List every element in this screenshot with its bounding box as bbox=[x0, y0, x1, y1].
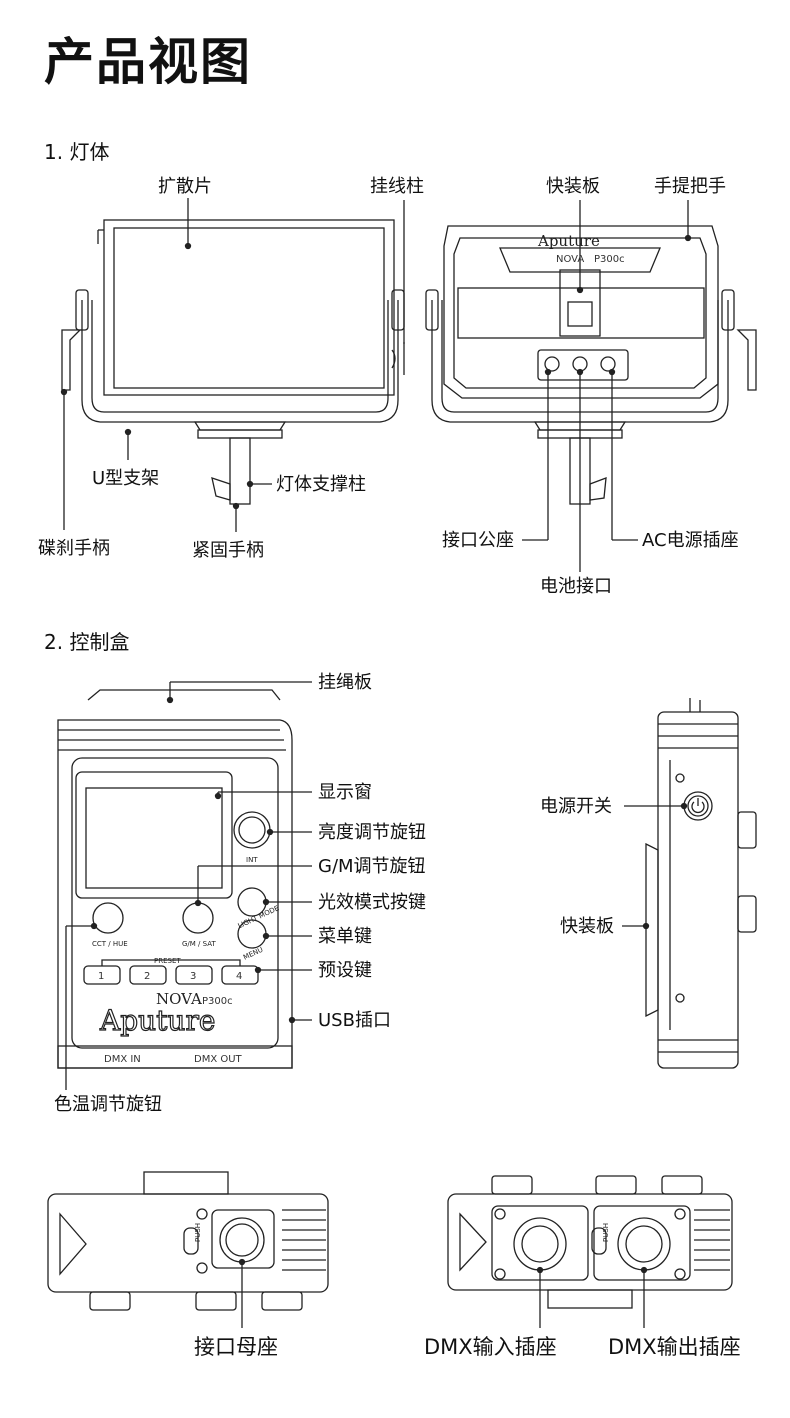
label-cct-knob: 色温调节旋钮 bbox=[54, 1094, 162, 1115]
cct-hue-label: CCT / HUE bbox=[92, 940, 128, 948]
label-menu-button: 菜单键 bbox=[318, 926, 372, 947]
support-column bbox=[229, 437, 251, 505]
dmx-out-print: DMX OUT bbox=[194, 1054, 243, 1065]
female-connector bbox=[225, 1223, 259, 1257]
label-wire-post: 挂线柱 bbox=[370, 176, 424, 197]
label-dmx-out: DMX输出插座 bbox=[608, 1335, 741, 1359]
control-bottom-left-body bbox=[47, 1193, 329, 1293]
preset-key-3 bbox=[175, 965, 213, 985]
label-hanging-plate: 挂绳板 bbox=[318, 672, 372, 693]
control-box-body bbox=[57, 719, 293, 1069]
back-brand-text: Aputure bbox=[537, 232, 600, 250]
label-battery-port: 电池接口 bbox=[540, 576, 612, 597]
label-dmx-in: DMX输入插座 bbox=[424, 1335, 557, 1359]
lock-handle bbox=[211, 477, 231, 501]
label-gm-knob: G/M调节旋钮 bbox=[318, 856, 426, 877]
preset-key-4-label: 4 bbox=[236, 971, 242, 982]
gm-sat-label: G/M / SAT bbox=[182, 940, 216, 948]
label-female-connector: 接口母座 bbox=[194, 1335, 278, 1359]
wire-post bbox=[391, 342, 405, 375]
front-model-nova: NOVA bbox=[156, 990, 202, 1008]
light-back-view bbox=[425, 200, 757, 572]
control-box-side bbox=[622, 698, 757, 1069]
dmx-in-socket bbox=[521, 1225, 559, 1263]
label-brake-handle: 碟刹手柄 bbox=[38, 538, 110, 559]
push-label-right: PUSH bbox=[602, 1223, 610, 1242]
ac-socket bbox=[600, 356, 616, 372]
brightness-knob bbox=[238, 816, 266, 844]
label-side-quick-plate: 快装板 bbox=[560, 916, 614, 937]
male-connector bbox=[544, 356, 560, 372]
label-lock-handle: 紧固手柄 bbox=[192, 540, 264, 561]
front-model-code: P300c bbox=[202, 996, 233, 1007]
label-power-switch: 电源开关 bbox=[540, 796, 612, 817]
label-u-bracket: U型支架 bbox=[92, 468, 159, 489]
dmx-in-print: DMX IN bbox=[104, 1054, 141, 1065]
push-label-left: PUSH bbox=[194, 1223, 202, 1242]
front-brand-text: Aputure bbox=[99, 1004, 215, 1037]
section-control-box: 2. 控制盒 bbox=[44, 630, 130, 654]
display-window bbox=[85, 787, 223, 889]
back-model-nova: NOVA bbox=[556, 254, 584, 265]
label-preset-keys: 预设键 bbox=[318, 960, 372, 981]
light-front-view bbox=[61, 198, 405, 532]
dmx-out-socket bbox=[625, 1225, 663, 1263]
label-diffuser: 扩散片 bbox=[158, 176, 212, 197]
light-panel-frame bbox=[103, 219, 395, 396]
preset-key-1-label: 1 bbox=[98, 971, 104, 982]
label-quick-plate: 快装板 bbox=[546, 176, 600, 197]
diffuser-panel bbox=[113, 227, 385, 389]
brake-handle bbox=[61, 329, 82, 391]
label-brightness-knob: 亮度调节旋钮 bbox=[318, 822, 426, 843]
gm-knob bbox=[182, 902, 214, 934]
preset-key-2-label: 2 bbox=[144, 971, 150, 982]
control-box-front bbox=[57, 681, 312, 1090]
page-title: 产品视图 bbox=[44, 33, 252, 91]
int-label: INT bbox=[246, 856, 258, 864]
u-bracket bbox=[81, 300, 399, 423]
heatsink bbox=[457, 287, 705, 339]
light-mode-label: LIGHT MODE bbox=[237, 904, 281, 930]
label-usb-port: USB插口 bbox=[318, 1010, 391, 1031]
preset-label: PRESET bbox=[154, 957, 181, 965]
label-carry-handle: 手提把手 bbox=[654, 176, 726, 197]
label-ac-socket: AC电源插座 bbox=[642, 530, 739, 551]
section-light-body: 1. 灯体 bbox=[44, 140, 110, 164]
control-bottom-right bbox=[447, 1175, 733, 1328]
hanging-plate bbox=[87, 689, 281, 701]
label-display: 显示窗 bbox=[318, 782, 372, 803]
back-model-code: P300c bbox=[594, 254, 625, 265]
cct-knob bbox=[92, 902, 124, 934]
preset-key-3-label: 3 bbox=[190, 971, 196, 982]
light-back-housing bbox=[443, 225, 719, 399]
control-bottom-left bbox=[47, 1171, 329, 1328]
side-quick-plate bbox=[645, 842, 659, 1018]
preset-key-2 bbox=[129, 965, 167, 985]
label-male-connector: 接口公座 bbox=[442, 530, 514, 551]
power-switch bbox=[687, 795, 709, 817]
label-effect-button: 光效模式按键 bbox=[318, 892, 426, 913]
label-support-column: 灯体支撑柱 bbox=[276, 474, 366, 495]
